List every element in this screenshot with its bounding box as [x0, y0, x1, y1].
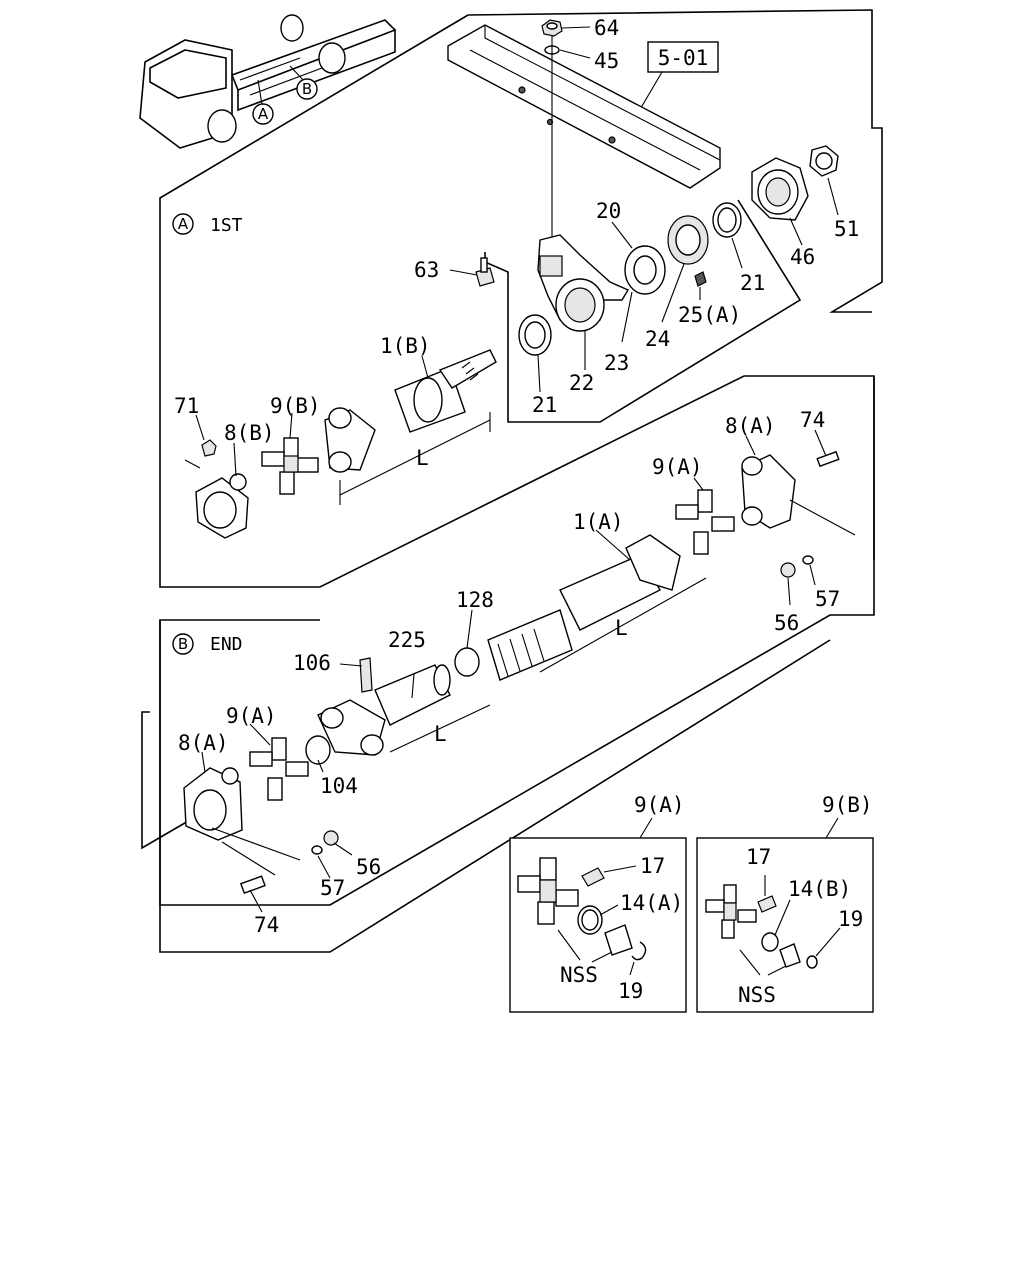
callout-20: 20 — [596, 199, 621, 223]
callout-56: 56 — [774, 611, 799, 635]
callout-9a-end: 9(A) — [226, 704, 277, 728]
part-seal-128 — [454, 647, 480, 677]
callout-1b: 1(B) — [380, 334, 431, 358]
callout-24: 24 — [645, 327, 670, 351]
inset-9a: 9(A) 17 14(A) NSS 19 — [509, 793, 687, 1013]
callout-74-end: 74 — [254, 913, 279, 937]
shaft-1a — [487, 534, 681, 681]
callout-8a-end: 8(A) — [178, 731, 229, 755]
inset-9a-title: 9(A) — [634, 793, 685, 817]
callout-225: 225 — [388, 628, 426, 652]
part-nut-56-end — [323, 830, 339, 846]
callout-9b: 9(B) — [270, 394, 321, 418]
inset-9a-nss: NSS — [560, 963, 598, 987]
svg-text:5-01: 5-01 — [658, 46, 709, 70]
callout-l-1a: L — [615, 616, 628, 640]
frame-crossmember — [447, 24, 721, 189]
callout-l-end: L — [434, 722, 447, 746]
callout-25a: 25(A) — [678, 303, 741, 327]
part-grease-nipple-106 — [359, 657, 373, 693]
part-flange-yoke-8a-end — [183, 767, 243, 841]
leader-lines — [184, 26, 856, 913]
callout-8b: 8(B) — [224, 421, 275, 445]
section-label-1st: A 1ST — [172, 213, 243, 236]
callout-57-end: 57 — [320, 876, 345, 900]
part-cross-9a-end — [249, 737, 309, 801]
inset-9a-callout-17: 17 — [640, 854, 665, 878]
callout-63: 63 — [414, 258, 439, 282]
part-flange-46 — [751, 157, 809, 221]
yoke-end — [317, 699, 386, 756]
callout-104: 104 — [320, 774, 358, 798]
inset-9a-callout-14a: 14(A) — [620, 891, 683, 915]
callout-23: 23 — [604, 351, 629, 375]
callout-8a: 8(A) — [725, 414, 776, 438]
callout-22: 22 — [569, 371, 594, 395]
svg-text:A: A — [178, 215, 189, 233]
callout-64: 64 — [594, 16, 619, 40]
part-washer-57 — [802, 555, 814, 565]
callout-1a: 1(A) — [573, 510, 624, 534]
callout-56-end: 56 — [356, 855, 381, 879]
callout-51: 51 — [834, 217, 859, 241]
callout-106: 106 — [293, 651, 331, 675]
dimension-l-end — [389, 704, 491, 753]
callout-46: 46 — [790, 245, 815, 269]
part-nut-56 — [780, 562, 796, 578]
part-flange-yoke-8a — [741, 454, 796, 529]
callout-71: 71 — [174, 394, 199, 418]
part-bolt-63 — [475, 257, 495, 287]
part-bolt-74-end — [239, 875, 266, 895]
truck-marker-b-label: B — [302, 80, 312, 98]
callout-45: 45 — [594, 49, 619, 73]
callout-74: 74 — [800, 408, 825, 432]
part-nut-71 — [201, 439, 217, 457]
part-cross-9a — [675, 489, 735, 555]
part-plug-104 — [305, 735, 331, 765]
reference-box: 5-01 — [634, 41, 719, 119]
part-grease-nipple-25a — [694, 271, 707, 287]
callout-labels: 64 45 20 51 46 21 63 25(A) 24 23 22 21 1… — [174, 16, 859, 937]
yoke-1b — [324, 407, 376, 473]
part-nut-64 — [541, 19, 563, 37]
part-washer-57-end — [311, 845, 323, 855]
callout-l-1st: L — [416, 446, 429, 470]
part-bolt-74 — [816, 450, 840, 468]
inset-9a-callout-19: 19 — [618, 979, 643, 1003]
part-cross-9b — [261, 437, 319, 495]
section-label-end: B END — [172, 633, 243, 655]
callout-57: 57 — [815, 587, 840, 611]
callout-9a: 9(A) — [652, 455, 703, 479]
part-flange-yoke-8b — [195, 473, 249, 539]
inset-9b-callout-19: 19 — [838, 907, 863, 931]
inset-9b-callout-17: 17 — [746, 845, 771, 869]
section-title-end: END — [210, 634, 243, 655]
section-title-1st: 1ST — [210, 215, 243, 236]
center-bearing-assembly — [518, 202, 742, 356]
callout-21-left: 21 — [532, 393, 557, 417]
dimension-l-1st — [339, 412, 491, 505]
callout-128: 128 — [456, 588, 494, 612]
inset-9b-callout-14b: 14(B) — [788, 877, 851, 901]
truck-thumbnail: A B — [139, 14, 397, 149]
shaft-1b — [394, 349, 497, 433]
inset-9b-title: 9(B) — [822, 793, 873, 817]
dimension-l-1a — [539, 577, 707, 673]
svg-text:B: B — [178, 635, 188, 653]
inset-9b-nss: NSS — [738, 983, 776, 1007]
inset-9b: 9(B) 17 14(B) NSS 19 — [696, 793, 874, 1013]
section-marker-a — [172, 213, 194, 235]
section-marker-b — [172, 633, 194, 655]
truck-marker-a — [252, 103, 274, 125]
callout-21-right: 21 — [740, 271, 765, 295]
truck-marker-a-label: A — [258, 105, 269, 123]
part-nut-51 — [809, 145, 839, 177]
truck-marker-b — [296, 78, 318, 100]
